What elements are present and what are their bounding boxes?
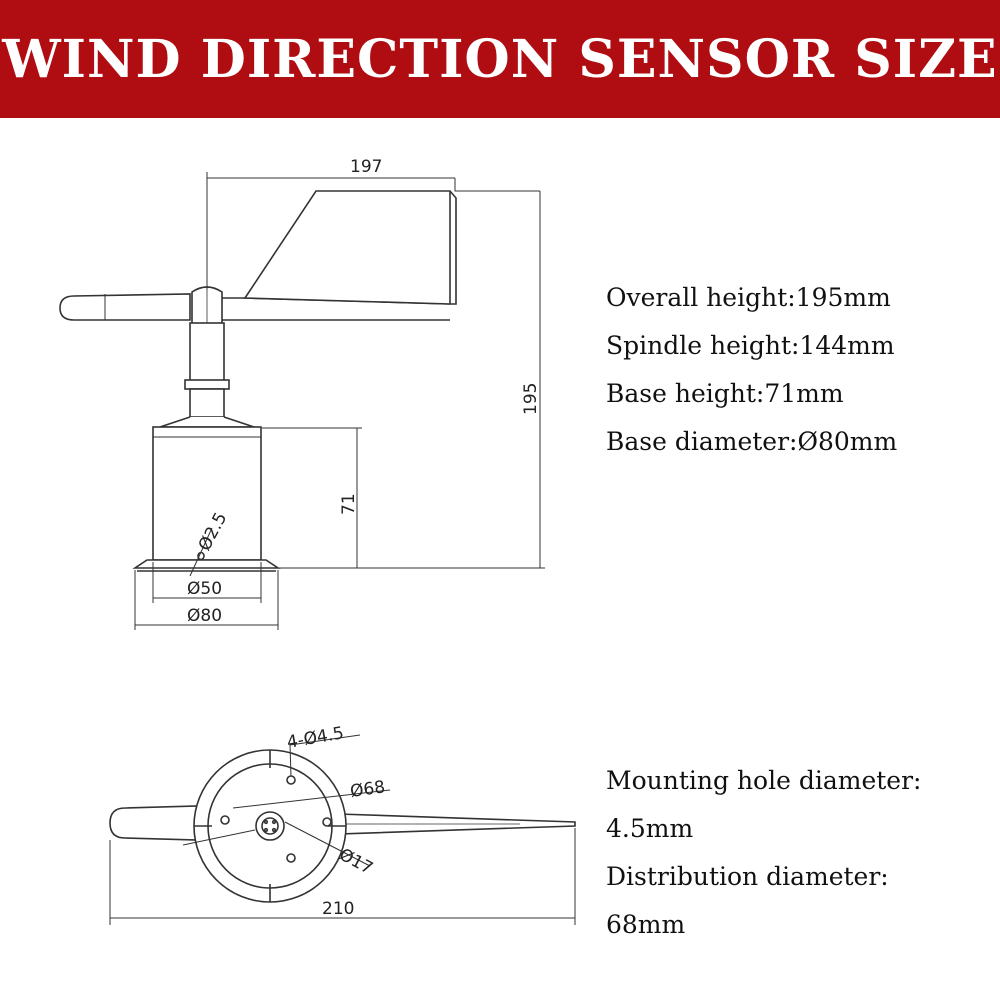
spec-mounting-hole-label: Mounting hole diameter: [606,766,922,795]
page-title: WIND DIRECTION SENSOR SIZE [2,28,998,90]
top-view-specs: Mounting hole diameter: 4.5mm Distributi… [606,757,921,949]
vane-length-label: 197 [350,157,382,177]
distribution-dia-label: Ø68 [349,777,386,802]
inner-dia-label: Ø50 [187,579,222,599]
side-view-dimensions [134,172,545,630]
mounting-holes-label: 4-Ø4.5 [285,723,345,753]
spec-spindle-height: Spindle height:144mm [606,331,895,360]
total-length-label: 210 [322,899,354,919]
spec-distribution-label: Distribution diameter: [606,862,889,891]
connector-dia-label: Ø17 [336,845,376,879]
spec-distribution-value: 68mm [606,910,686,939]
outer-dia-label: Ø80 [187,606,222,626]
spec-base-height: Base height:71mm [606,379,844,408]
side-view-drawing [59,190,457,572]
spec-base-diameter: Base diameter:Ø80mm [606,427,898,456]
spec-mounting-hole-value: 4.5mm [606,814,694,843]
top-view-drawing [109,749,576,903]
title-banner: WIND DIRECTION SENSOR SIZE [0,0,1000,118]
spec-overall-height: Overall height:195mm [606,283,891,312]
base-height-label: 71 [339,493,359,515]
side-view-specs: Overall height:195mm Spindle height:144m… [606,274,897,466]
total-height-label: 195 [521,383,541,415]
top-view-dimensions [109,734,576,925]
